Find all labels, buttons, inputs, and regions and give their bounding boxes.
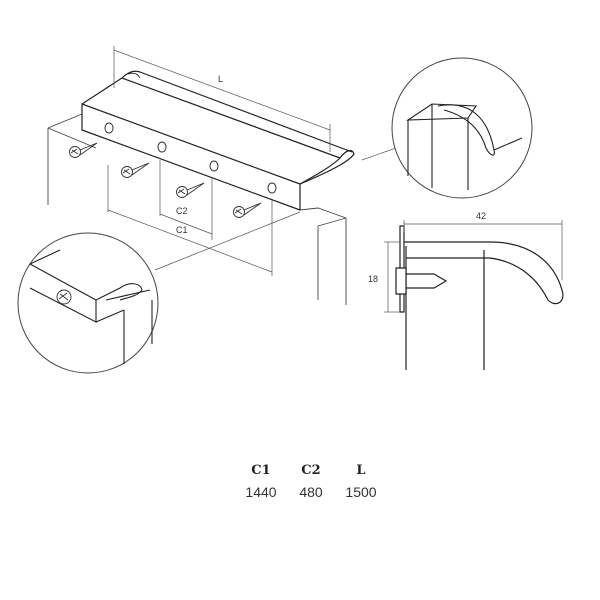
screw-icon — [56, 289, 72, 305]
dim-label-C2: C2 — [176, 206, 188, 216]
header-c1: C1 — [251, 462, 271, 478]
dimension-table-header-row: C1 C2 L — [236, 458, 386, 482]
section-view: 42 18 — [368, 211, 564, 370]
dimension-table-row: 1440 480 1500 — [236, 482, 386, 502]
header-l: L — [356, 462, 366, 478]
hole-icon — [209, 160, 219, 172]
dim-label-42: 42 — [476, 211, 486, 221]
dimension-lines — [107, 46, 397, 276]
cabinet-panels — [47, 113, 347, 305]
dim-label-18: 18 — [368, 274, 378, 284]
screw-icon — [121, 162, 150, 178]
value-c1: 1440 — [245, 484, 277, 500]
screw-icon — [69, 142, 98, 158]
hole-icon — [104, 122, 114, 134]
screw-icon — [233, 202, 262, 218]
value-c2: 480 — [299, 484, 323, 500]
dim-label-C1: C1 — [176, 225, 188, 235]
hole-icon — [157, 141, 167, 153]
mounting-holes — [104, 122, 277, 194]
screws — [69, 142, 262, 218]
header-c2: C2 — [301, 462, 321, 478]
detail-circle-top — [391, 57, 533, 199]
value-l: 1500 — [345, 484, 377, 500]
dim-label-L: L — [218, 74, 223, 84]
dimension-table: C1 C2 L 1440 480 1500 — [236, 458, 386, 502]
hole-icon — [267, 182, 277, 194]
detail-circle-bottom — [17, 232, 159, 374]
handle-profile — [81, 70, 355, 211]
screw-icon — [176, 182, 205, 198]
